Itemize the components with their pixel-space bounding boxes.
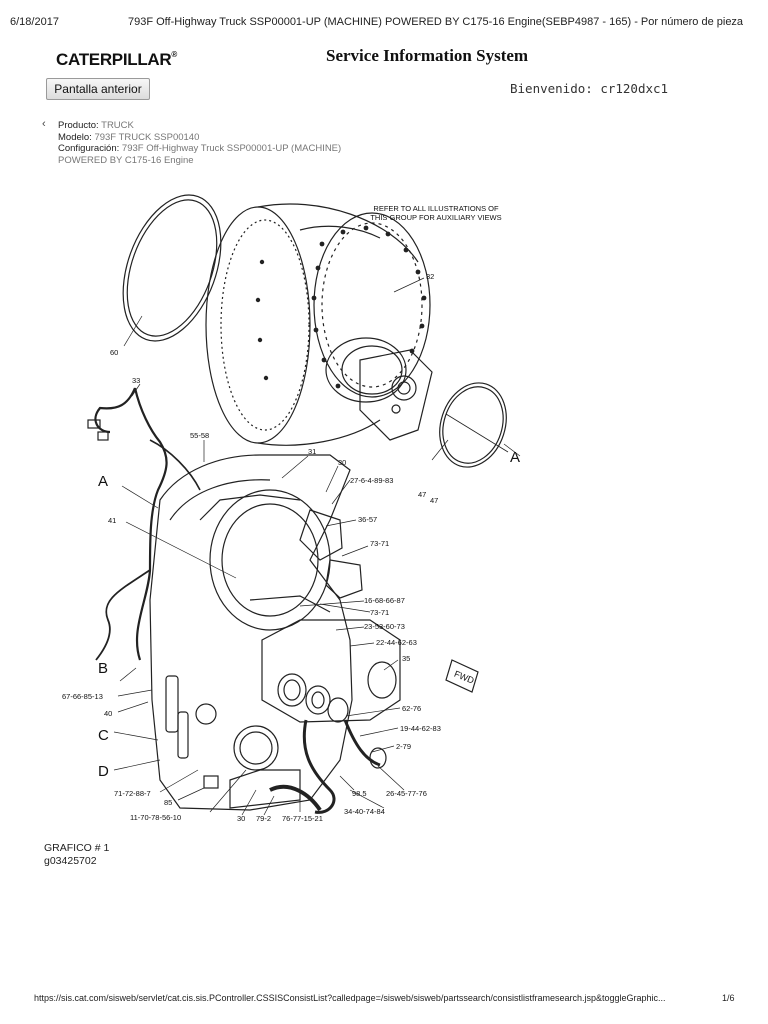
welcome-label: Bienvenido: [510,81,593,96]
system-title: Service Information System [326,46,529,65]
logo-text: CATERPILLAR [56,50,172,69]
callout-76-77-15-21[interactable]: 76-77-15-21 [282,814,323,823]
view-letter-a-right: A [510,449,520,466]
graphic-caption: GRAFICO # 1 g03425702 [44,842,109,867]
view-letter-c: C [98,727,109,744]
print-date: 6/18/2017 [10,16,59,28]
callout-79-2[interactable]: 79-2 [256,814,271,823]
callout-40[interactable]: 40 [104,709,112,718]
callout-22-44-62-63[interactable]: 22-44-62-63 [376,638,417,647]
view-letter-b: B [98,660,108,677]
graphic-id: g03425702 [44,854,97,867]
illustration-note-2: THIS GROUP FOR AUXILIARY VIEWS [370,213,501,222]
chevron-left-icon[interactable]: ‹ [42,118,46,130]
callout-47-a[interactable]: 47 [418,490,426,499]
leader-lines [113,277,521,816]
callout-34-40-74-84[interactable]: 34-40-74-84 [344,807,385,816]
callout-73-71-a[interactable]: 73-71 [370,539,389,548]
breadcrumb-config-2: POWERED BY C175-16 Engine [58,154,194,166]
callout-30-b[interactable]: 30 [237,814,245,823]
callout-23-53-60-73[interactable]: 23-53-60-73 [364,622,405,631]
view-letter-d: D [98,763,109,780]
print-url: https://sis.cat.com/sisweb/servlet/cat.c… [34,993,666,1003]
callout-11-70-78-56-10[interactable]: 11-70-78-56-10 [130,813,181,822]
callout-60[interactable]: 60 [110,348,118,357]
ring-seal-47 [439,382,509,468]
callout-85[interactable]: 85 [164,798,172,807]
view-letters: A A B C D [98,449,520,780]
print-page-number: 1/6 [722,993,735,1003]
callout-26-45-77-76[interactable]: 26-45-77-76 [386,789,427,798]
breadcrumb-product: Producto: TRUCK [58,120,134,131]
callout-31[interactable]: 31 [308,447,316,456]
callout-30[interactable]: 30 [338,458,346,467]
transmission-housing-31 [149,454,353,811]
callout-2-79[interactable]: 2-79 [396,742,411,751]
logo-mark: ® [171,50,177,59]
callout-67-66-85-13[interactable]: 67-66-85-13 [62,692,103,701]
welcome-text: Bienvenido: cr120dxc1 [510,81,668,96]
breadcrumb-model-link[interactable]: 793F TRUCK SSP00140 [94,131,200,143]
callout-47-b[interactable]: 47 [430,496,438,505]
breadcrumb-product-link[interactable]: TRUCK [101,120,134,131]
callout-41[interactable]: 41 [108,516,116,525]
pump-assembly [249,509,401,814]
callout-62-76[interactable]: 62-76 [402,704,421,713]
breadcrumb-model: Modelo: 793F TRUCK SSP00140 [58,131,200,143]
callout-32[interactable]: 32 [426,272,434,281]
caterpillar-logo: CATERPILLAR® [56,50,177,70]
illustration-note-1: REFER TO ALL ILLUSTRATIONS OF [373,204,499,213]
callout-36-57[interactable]: 36-57 [358,515,377,524]
callout-98-5[interactable]: 98.5 [352,789,367,798]
fwd-label: FWD [453,669,476,686]
ring-seal-60 [122,194,222,342]
view-letter-a-left: A [98,473,108,490]
callout-33[interactable]: 33 [132,376,140,385]
callout-55-58[interactable]: 55-58 [190,431,209,440]
callout-35[interactable]: 35 [402,654,410,663]
graphic-label: GRAFICO # 1 [44,842,110,854]
username: cr120dxc1 [600,81,669,96]
breadcrumb-config: Configuración: 793F Off-Highway Truck SS… [58,143,342,155]
callout-labels: 32 60 33 55-58 31 30 27-6-4-89-83 36-57 … [62,272,441,823]
wiring-harness-33 [87,387,201,661]
forward-arrow-icon: FWD [445,659,479,693]
parts-illustration: REFER TO ALL ILLUSTRATIONS OF THIS GROUP… [62,194,521,823]
print-page-title: 793F Off-Highway Truck SSP00001-UP (MACH… [128,16,744,28]
torque-converter-32 [205,203,433,446]
callout-27-6-4-89-83[interactable]: 27-6-4-89-83 [350,476,393,485]
bolt-circle [255,225,427,389]
callout-19-44-62-83[interactable]: 19-44-62-83 [400,724,441,733]
back-button[interactable]: Pantalla anterior [46,78,150,100]
callout-16-68-66-87[interactable]: 16-68-66-87 [364,596,405,605]
callout-73-71-b[interactable]: 73-71 [370,608,389,617]
breadcrumb: ‹ Producto: TRUCK Modelo: 793F TRUCK SSP… [42,118,342,166]
callout-71-72-88-7[interactable]: 71-72-88-7 [114,789,151,798]
breadcrumb-config-link[interactable]: 793F Off-Highway Truck SSP00001-UP (MACH… [121,143,342,155]
